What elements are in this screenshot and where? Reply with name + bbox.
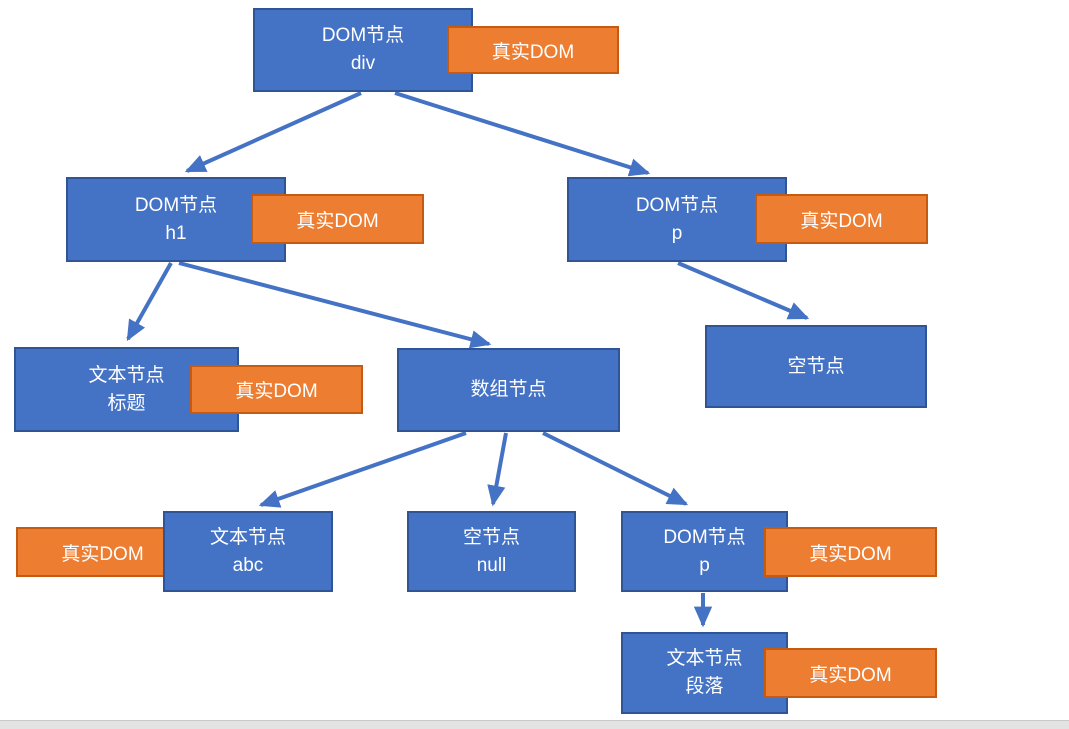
node-text-para: 文本节点 段落 <box>621 632 788 714</box>
arrow-p-to-empty <box>677 261 810 320</box>
node-label-line1: DOM节点 <box>321 25 405 47</box>
real-dom-badge-para: 真实DOM <box>764 648 937 698</box>
node-label-line1: 数组节点 <box>470 379 547 401</box>
node-label-line1: DOM节点 <box>663 526 746 548</box>
node-empty-null: 空节点 null <box>407 511 576 592</box>
node-text-title: 文本节点 标题 <box>14 347 239 432</box>
arrow-array-to-null <box>487 432 508 507</box>
node-label-line2: 段落 <box>685 676 724 697</box>
node-label-line1: DOM节点 <box>635 194 719 216</box>
real-dom-badge-title: 真实DOM <box>190 365 363 414</box>
real-dom-badge-p2: 真实DOM <box>764 527 937 577</box>
node-label-line2: p <box>671 222 683 244</box>
arrow-array-to-p2 <box>542 431 689 506</box>
real-dom-badge-p: 真实DOM <box>755 194 928 244</box>
node-label-line1: 空节点 <box>462 526 520 548</box>
node-dom-div: DOM节点 div <box>253 8 473 92</box>
node-label-line1: 文本节点 <box>666 648 743 670</box>
node-label-line2: abc <box>232 554 264 576</box>
arrow-h1-to-array <box>178 261 492 349</box>
arrow-array-to-abc <box>258 431 467 508</box>
node-label-line1: DOM节点 <box>134 194 218 216</box>
badge-label: 真实DOM <box>491 41 575 63</box>
node-dom-p2: DOM节点 p <box>621 511 788 592</box>
node-empty: 空节点 <box>705 325 927 408</box>
node-label-line2: div <box>350 53 376 74</box>
arrow-root-to-h1 <box>184 91 362 173</box>
real-dom-badge-abc: 真实DOM <box>16 527 189 577</box>
real-dom-badge-h1: 真实DOM <box>251 194 424 244</box>
node-label-line1: 空节点 <box>787 355 845 377</box>
node-dom-p: DOM节点 p <box>567 177 787 262</box>
node-label-line1: 文本节点 <box>209 526 286 548</box>
badge-label: 真实DOM <box>809 664 892 686</box>
badge-label: 真实DOM <box>809 543 892 565</box>
badge-label: 真实DOM <box>296 210 379 232</box>
node-label-line2: h1 <box>165 222 187 244</box>
node-label-line2: null <box>476 554 507 576</box>
real-dom-badge-root: 真实DOM <box>447 26 619 74</box>
bottom-edge-strip <box>0 720 1069 729</box>
node-label-line1: 文本节点 <box>88 364 165 386</box>
arrow-h1-to-title <box>126 262 173 342</box>
node-array: 数组节点 <box>397 348 620 432</box>
badge-label: 真实DOM <box>235 381 318 402</box>
arrow-root-to-p <box>394 91 651 177</box>
badge-label: 真实DOM <box>800 210 883 232</box>
node-label-line2: 标题 <box>107 392 146 414</box>
node-label-line2: p <box>699 554 710 576</box>
badge-label: 真实DOM <box>61 543 144 565</box>
node-text-abc: 文本节点 abc <box>163 511 333 592</box>
